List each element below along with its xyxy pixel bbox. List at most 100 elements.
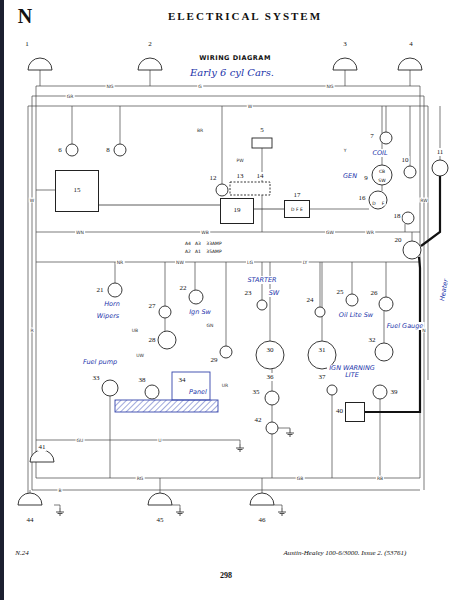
wire-colour-code: RW	[419, 198, 428, 203]
handwritten-note: Panel	[188, 388, 208, 396]
wire-colour-code: G	[197, 84, 203, 89]
component-symbol	[114, 144, 126, 156]
wire-colour-code: N	[421, 328, 426, 333]
component-box: 15	[55, 170, 99, 212]
callout-number: 13	[236, 172, 245, 180]
wire-colour-code: RG	[136, 476, 145, 481]
terminal-label: D F E	[291, 207, 303, 212]
component-symbol	[265, 391, 279, 405]
handwritten-note: Oil Lite Sw	[338, 311, 374, 319]
component-box: 17D F E	[284, 200, 310, 218]
wire-colour-code: BR	[196, 128, 204, 133]
callout-number: 44	[26, 516, 35, 524]
wire-colour-code: PW	[235, 158, 244, 163]
wire-colour-code: Y	[343, 148, 348, 153]
wire-colour-code: RB	[376, 476, 384, 481]
wire-colour-code: LG	[246, 260, 254, 265]
wire-colour-code: GU	[76, 438, 85, 443]
callout-number: 28	[148, 336, 157, 344]
component-symbol	[404, 166, 416, 178]
terminal-label: A1	[194, 249, 202, 254]
component-symbol	[256, 341, 284, 369]
wire-colour-code: W	[29, 198, 35, 203]
component-symbol	[266, 422, 278, 434]
terminal-label: A3	[194, 241, 202, 246]
callout-number: 14	[256, 172, 265, 180]
component-symbol	[379, 297, 393, 311]
component-symbol	[230, 182, 270, 195]
callout-number: 23	[244, 289, 253, 297]
callout-number: 3	[342, 40, 348, 48]
component-box: 19	[220, 198, 254, 224]
callout-number: 11	[436, 148, 445, 156]
callout-number: 33	[92, 374, 101, 382]
wire-colour-code: UW	[135, 353, 145, 358]
callout-number: 20	[394, 236, 403, 244]
callout-number: 7	[369, 132, 375, 140]
handwritten-note: GEN	[342, 172, 358, 180]
callout-number: 5	[259, 126, 265, 134]
component-symbol	[145, 385, 159, 399]
component-symbol	[159, 306, 171, 318]
wire-colour-code: GN	[206, 323, 215, 328]
component-symbol	[257, 300, 267, 310]
wire-colour-code: GR	[66, 94, 75, 99]
terminal-label: 33AMP	[205, 241, 222, 246]
callout-number: 8	[105, 146, 111, 154]
callout-number: 26	[370, 289, 379, 297]
component-box: 40	[345, 402, 365, 422]
component-symbol	[432, 160, 448, 176]
wiring-harness	[36, 70, 440, 241]
component-symbol	[102, 380, 118, 396]
wiring-harness	[30, 262, 386, 508]
wire-colour-code: UB	[131, 328, 139, 333]
callout-number: 18	[393, 212, 402, 220]
component-symbol	[252, 138, 272, 148]
wire-colour-code: WB	[200, 230, 210, 235]
wire-colour-code: UR	[221, 383, 229, 388]
lamp-symbol	[18, 58, 422, 505]
handwritten-note: Fuel Gauge	[386, 322, 425, 330]
handwritten-note: Fuel pump	[82, 358, 118, 366]
component-symbol	[327, 385, 337, 395]
callout-number: 6	[57, 146, 63, 154]
handwritten-note: COIL	[371, 149, 388, 157]
callout-number: 25	[336, 288, 345, 296]
callout-number: 12	[209, 174, 218, 182]
callout-number: 29	[210, 356, 219, 364]
component-symbol	[402, 212, 414, 224]
wire-colour-code: WN	[75, 230, 85, 235]
component-symbol	[375, 343, 393, 361]
wire-colour-code: NG	[326, 84, 335, 89]
callout-number: 34	[178, 376, 187, 384]
handwritten-note: Early 6 cyl Cars.	[189, 67, 275, 78]
handwritten-note: Wipers	[96, 312, 120, 320]
callout-number: 35	[252, 388, 261, 396]
component-number: 40	[336, 408, 343, 416]
terminal-label: A2	[184, 249, 192, 254]
terminal-label: D	[371, 201, 376, 206]
scan-edge	[0, 0, 4, 600]
ink-annotation	[172, 372, 210, 400]
terminal-label: F	[381, 201, 386, 206]
wire-colour-code: U	[157, 438, 162, 443]
callout-number: 4	[408, 40, 414, 48]
wire-colour-code: NR	[116, 260, 125, 265]
component-symbol	[66, 144, 78, 156]
callout-number: 1	[24, 40, 30, 48]
component-symbol	[220, 346, 232, 358]
callout-number: 9	[363, 174, 369, 182]
terminal-label: CB	[378, 169, 386, 174]
callout-number: 32	[368, 336, 377, 344]
ink-annotation	[115, 400, 218, 412]
wire-connector	[99, 205, 220, 206]
page-footer: Austin-Healey 100-6/3000. Issue 2. (5376…	[283, 549, 408, 557]
callout-number: 2	[147, 40, 153, 48]
page-header: ELECTRICAL SYSTEM	[167, 10, 323, 22]
page-footer: N.24	[14, 549, 29, 557]
handwritten-note: Heater	[438, 277, 450, 302]
component-number: 17	[294, 192, 301, 200]
wire-colour-code: W	[247, 104, 253, 109]
lamp-symbol	[18, 58, 422, 505]
